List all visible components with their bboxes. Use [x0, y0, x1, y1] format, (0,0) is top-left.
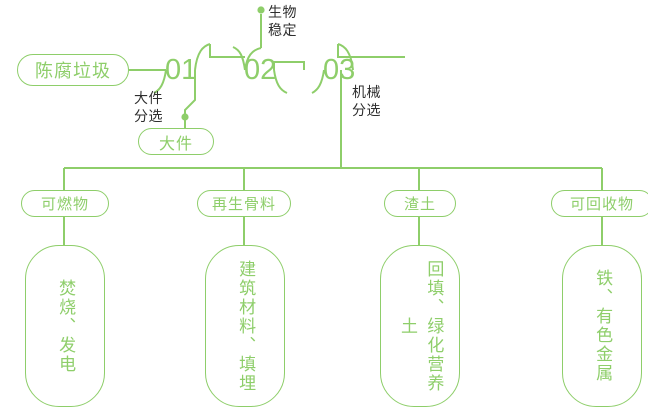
destination-text-recyclable: 铁、有色金属 [593, 269, 613, 383]
node-category-slag-soil[interactable]: 渣土 [384, 190, 456, 217]
step-number-03[interactable]: 03 [323, 54, 356, 86]
destination-text-slag-soil: 回填、绿化营养土 [398, 259, 444, 393]
step-number-01[interactable]: 01 [165, 54, 198, 86]
node-destination-recycled-aggregate[interactable]: 建筑材料、填埋 [205, 245, 285, 407]
node-root-waste[interactable]: 陈腐垃圾 [17, 54, 129, 86]
wire-step1-to-step2-upper [209, 44, 245, 58]
node-dot-bulky [181, 113, 189, 121]
node-output-bulky[interactable]: 大件 [138, 128, 214, 155]
process-label-mechanical-sorting: 机械 分选 [352, 84, 381, 118]
node-category-recyclable[interactable]: 可回收物 [551, 190, 648, 217]
node-category-recycled-aggregate[interactable]: 再生骨料 [197, 190, 291, 217]
node-destination-slag-soil[interactable]: 回填、绿化营养土 [380, 245, 460, 407]
node-destination-combustible[interactable]: 焚烧、发电 [25, 245, 105, 407]
node-category-combustible[interactable]: 可燃物 [21, 190, 109, 217]
wire-step2-to-step3 [273, 61, 305, 70]
step-number-02[interactable]: 02 [244, 54, 277, 86]
node-destination-recyclable[interactable]: 铁、有色金属 [562, 245, 642, 407]
process-label-biological-stabilization: 生物 稳定 [268, 4, 297, 38]
node-dot-bio [257, 6, 265, 14]
destination-text-recycled-aggregate: 建筑材料、填埋 [236, 259, 256, 393]
process-label-bulky-sorting: 大件 分选 [134, 90, 163, 124]
destination-text-combustible: 焚烧、发电 [56, 278, 76, 374]
